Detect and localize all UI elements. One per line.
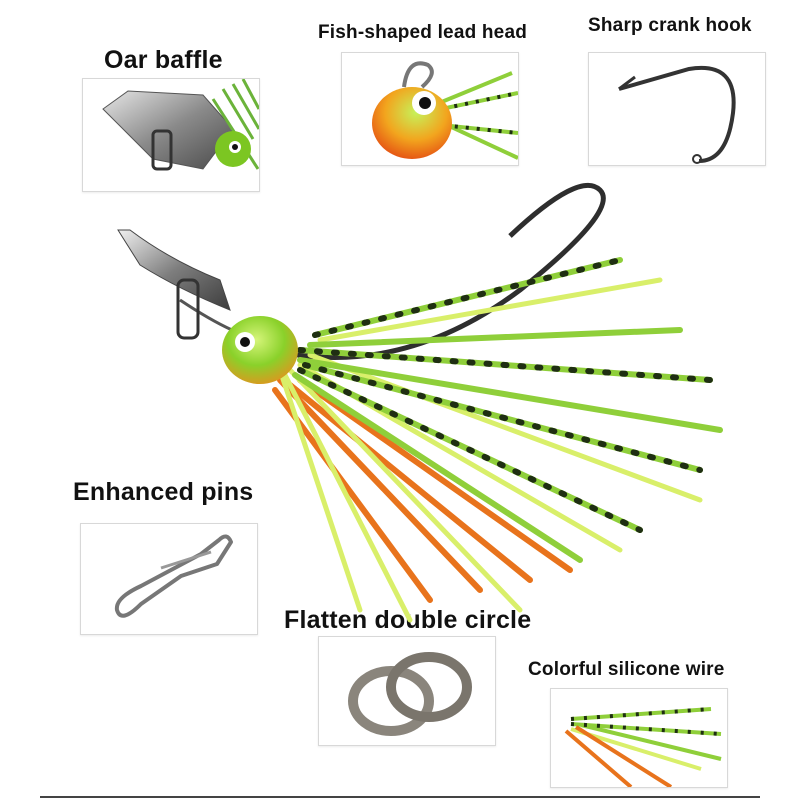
- crank-hook-photo: [588, 52, 766, 166]
- pins-photo: [80, 523, 258, 635]
- fish-head-label: Fish-shaped lead head: [318, 22, 528, 43]
- snap-pin-icon: [114, 534, 233, 618]
- fish-head-photo: [341, 52, 519, 166]
- bottom-divider: [40, 796, 760, 798]
- spinnerbait-lure-icon: [117, 182, 723, 623]
- metal-blade-icon: [102, 79, 259, 171]
- enhanced-pins-label: Enhanced pins: [73, 478, 254, 506]
- oar-baffle-photo: [82, 78, 260, 192]
- silicone-skirt-icon: [564, 707, 722, 787]
- crank-hook-label: Sharp crank hook: [588, 15, 752, 36]
- lead-head-icon: [372, 61, 518, 160]
- oar-baffle-label: Oar baffle: [104, 46, 223, 74]
- hook-icon: [618, 66, 736, 164]
- double-circle-photo: [318, 636, 496, 746]
- silicone-wire-photo: [550, 688, 728, 788]
- silicone-wire-label: Colorful silicone wire: [528, 659, 725, 680]
- split-ring-icon: [348, 652, 472, 736]
- main-lure-photo: [100, 170, 740, 630]
